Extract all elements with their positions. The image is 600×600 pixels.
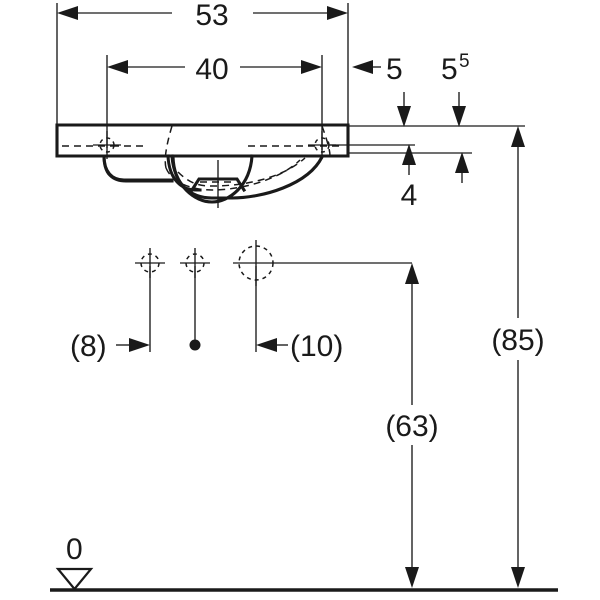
arrow-right-53 [327,6,348,20]
bowl-left-ledge [102,155,174,183]
bowl-render [102,155,174,183]
arrow-down-63 [405,567,419,588]
arrow-up-4-left [402,144,416,165]
dimension-label-bowl-width: 40 [195,53,228,86]
bowl-outer-curve [171,154,325,200]
dimension-label-tap-hole-left-offset: (8) [70,330,107,363]
hidden-bowl-left-wall [164,125,173,169]
dimension-overall-width: 53 [57,0,348,32]
dimension-label-floor-datum: 0 [66,533,83,566]
arrow-down-5 [397,106,411,127]
arrow-down-85 [511,567,525,588]
arrow-up-4-right [455,152,469,173]
dimension-label-overall-width: 53 [195,0,228,32]
hidden-bowl-inner-2 [177,157,306,187]
tap-hole-marker-right [308,131,336,159]
tap-hole-markers-basin [93,131,336,159]
arrow-left-40 [107,60,128,74]
arrow-left-10 [256,338,277,352]
arrow-left-5 [352,60,373,74]
basin-rim-outline [55,123,350,158]
arrow-up-85 [511,126,525,147]
washbasin-bowl-detail [166,154,202,192]
vertical-down-arrow-markers [397,92,466,127]
right-reference-lines [330,125,525,154]
bowl-left-step [102,154,174,182]
dimension-label-85: (85) [491,324,544,357]
dimension-label-rim-thickness: 5 [441,53,458,86]
hidden-bowl-right-wall [321,125,331,157]
arrow-down-55 [452,106,466,127]
dimension-label-63: (63) [385,410,438,443]
arrow-right-40 [301,60,322,74]
arrow-left-53 [57,6,78,20]
bowl-left-shelf [166,154,202,192]
arrow-right-8 [129,338,150,352]
dimension-basin-rim-height: (85) [491,126,545,588]
floor-datum-marker: 0 [55,533,94,591]
dimension-tap-hole-left-offset: (8) [70,330,150,363]
arrow-up-63 [405,263,419,284]
datum-triangle-icon [55,567,94,591]
dimension-rim-depth: 4 [401,144,469,212]
dimension-right-edge-offset: 5 [352,53,403,86]
dimension-bowl-width: 40 [107,53,322,86]
dimension-label-rim-thickness-superscript: 5 [459,51,470,72]
tap-hole-centre-dot [189,339,201,351]
dimension-rim-thickness: 5 5 [441,51,470,86]
dimension-tap-hole-height: (63) [385,263,439,588]
tap-hole-plan-markers [135,240,412,352]
dimension-label-right-edge-offset: 5 [386,53,403,86]
hidden-detail-lines [62,125,344,191]
dimension-label-rim-depth: 4 [401,179,418,212]
tap-hole-marker-left [93,131,121,159]
dimension-label-tap-hole-spacing: (10) [290,330,343,363]
dimension-tap-hole-spacing: (10) [256,330,343,363]
